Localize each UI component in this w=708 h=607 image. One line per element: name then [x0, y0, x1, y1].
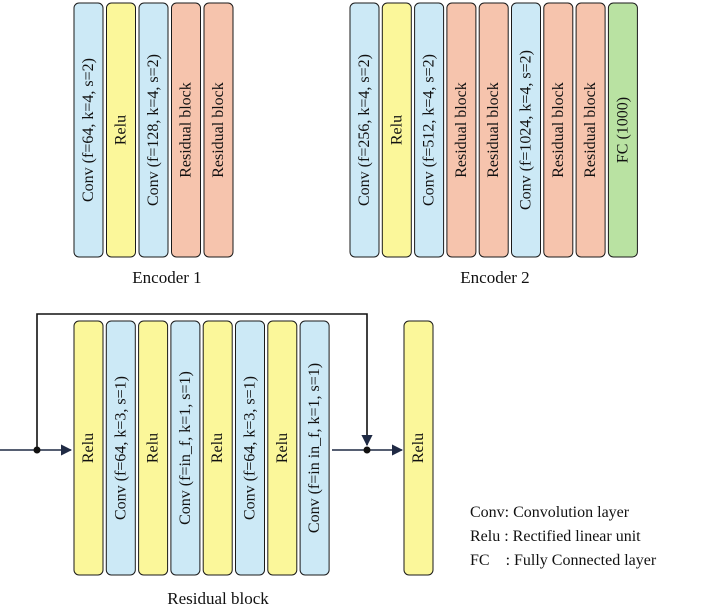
skip-connection-arrow	[36, 313, 373, 450]
conv-layer-box	[105, 320, 136, 576]
conv-layer-label: Conv (f=1024, k=4, s=2)	[518, 50, 535, 210]
conv-layer-label: Conv (f=256, k=4, s=2)	[356, 54, 373, 206]
res-out-block-relu: Relu	[403, 320, 434, 576]
conv-layer-box	[235, 320, 265, 576]
conv-layer-box	[414, 2, 445, 258]
res-block-relu: Relu	[73, 320, 104, 576]
conv-layer-label: Conv (f=in in_f, k=1, s=1)	[306, 363, 323, 533]
encoder-2-group: Conv (f=256, k=4, s=2) Relu Conv (f=512, k…	[349, 2, 638, 258]
legend-entry: Relu : Rectified linear unit	[470, 528, 641, 545]
res-block-relu: Relu	[267, 320, 298, 576]
encoder-2-caption: Encoder 2	[460, 268, 529, 287]
relu-layer-label: Relu	[113, 115, 130, 145]
enc2-block-residual-block: Residual block	[575, 2, 606, 258]
relu-layer-box	[267, 320, 298, 576]
relu-layer-box	[138, 320, 169, 576]
relu-layer-label: Relu	[274, 433, 291, 463]
residual-output-group: Relu	[403, 320, 434, 576]
conv-layer-box	[73, 2, 104, 258]
residual-layer-box	[575, 2, 606, 258]
res-block-conv-f-64-k-3-s-1: Conv (f=64, k=3, s=1)	[235, 320, 265, 576]
encoder-1-caption: Encoder 1	[132, 268, 201, 287]
relu-layer-label: Relu	[388, 115, 405, 145]
relu-layer-label: Relu	[410, 433, 427, 463]
res-block-conv-f-64-k-3-s-1: Conv (f=64, k=3, s=1)	[105, 320, 136, 576]
conv-layer-box	[138, 2, 169, 258]
residual-layer-box	[171, 2, 201, 258]
residual-layer-box	[446, 2, 477, 258]
enc2-block-conv-f-1024-k-4-s-2: Conv (f=1024, k=4, s=2)	[511, 2, 541, 258]
residual-connections	[0, 313, 404, 456]
relu-layer-box	[106, 2, 136, 258]
relu-layer-label: Relu	[209, 433, 226, 463]
residual-layer-label: Residual block	[453, 82, 470, 178]
enc1-block-relu: Relu	[106, 2, 136, 258]
enc2-block-residual-block: Residual block	[543, 2, 574, 258]
encoder-1-group: Conv (f=64, k=4, s=2) Relu Conv (f=128, k=…	[73, 2, 234, 258]
residual-layer-label: Residual block	[210, 82, 227, 178]
relu-layer-box	[381, 2, 412, 258]
res-block-conv-f-in-in-f-k-1-s-1: Conv (f=in in_f, k=1, s=1)	[299, 320, 330, 576]
enc1-block-residual-block: Residual block	[203, 2, 234, 258]
conv-layer-box	[299, 320, 330, 576]
fc-layer-label: FC (1000)	[614, 97, 631, 163]
residual-layer-box	[543, 2, 574, 258]
conv-layer-label: Conv (f=512, k=4, s=2)	[421, 54, 438, 206]
conv-layer-box	[170, 320, 201, 576]
res-block-conv-f-in-f-k-1-s-1: Conv (f=in_f, k=1, s=1)	[170, 320, 201, 576]
conv-layer-label: Conv (f=64, k=4, s=2)	[80, 58, 97, 202]
conv-layer-label: Conv (f=128, k=4, s=2)	[145, 54, 162, 206]
legend-entry: FC : Fully Connected layer	[470, 552, 657, 569]
enc1-block-residual-block: Residual block	[171, 2, 201, 258]
residual-layer-box	[478, 2, 509, 258]
residual-layer-label: Residual block	[582, 82, 599, 178]
conv-layer-label: Conv (f=in_f, k=1, s=1)	[177, 371, 194, 525]
relu-layer-box	[202, 320, 233, 576]
relu-layer-label: Relu	[80, 433, 97, 463]
fc-layer-box	[607, 2, 638, 258]
residual-block-group: Relu Conv (f=64, k=3, s=1) Relu Conv (f=in_…	[73, 320, 330, 576]
residual-layer-label: Residual block	[485, 82, 502, 178]
add-junction	[363, 446, 371, 454]
relu-layer-box	[73, 320, 104, 576]
conv-layer-box	[511, 2, 541, 258]
residual-layer-label: Residual block	[550, 82, 567, 178]
enc2-block-residual-block: Residual block	[478, 2, 509, 258]
enc2-block-conv-f-512-k-4-s-2: Conv (f=512, k=4, s=2)	[414, 2, 445, 258]
relu-layer-label: Relu	[145, 433, 162, 463]
residual-layer-label: Residual block	[178, 82, 195, 178]
residual-block-caption: Residual block	[167, 589, 269, 607]
res-block-relu: Relu	[138, 320, 169, 576]
enc2-block-relu: Relu	[381, 2, 412, 258]
relu-layer-box	[403, 320, 434, 576]
enc1-block-conv-f-64-k-4-s-2: Conv (f=64, k=4, s=2)	[73, 2, 104, 258]
conv-layer-label: Conv (f=64, k=3, s=1)	[242, 376, 259, 520]
legend-entry: Conv: Convolution layer	[470, 504, 630, 521]
enc2-block-fc-1000: FC (1000)	[607, 2, 638, 258]
enc2-block-residual-block: Residual block	[446, 2, 477, 258]
res-block-relu: Relu	[202, 320, 233, 576]
conv-layer-label: Conv (f=64, k=3, s=1)	[112, 376, 129, 520]
conv-layer-box	[349, 2, 380, 258]
enc2-block-conv-f-256-k-4-s-2: Conv (f=256, k=4, s=2)	[349, 2, 380, 258]
residual-layer-box	[203, 2, 234, 258]
enc1-block-conv-f-128-k-4-s-2: Conv (f=128, k=4, s=2)	[138, 2, 169, 258]
